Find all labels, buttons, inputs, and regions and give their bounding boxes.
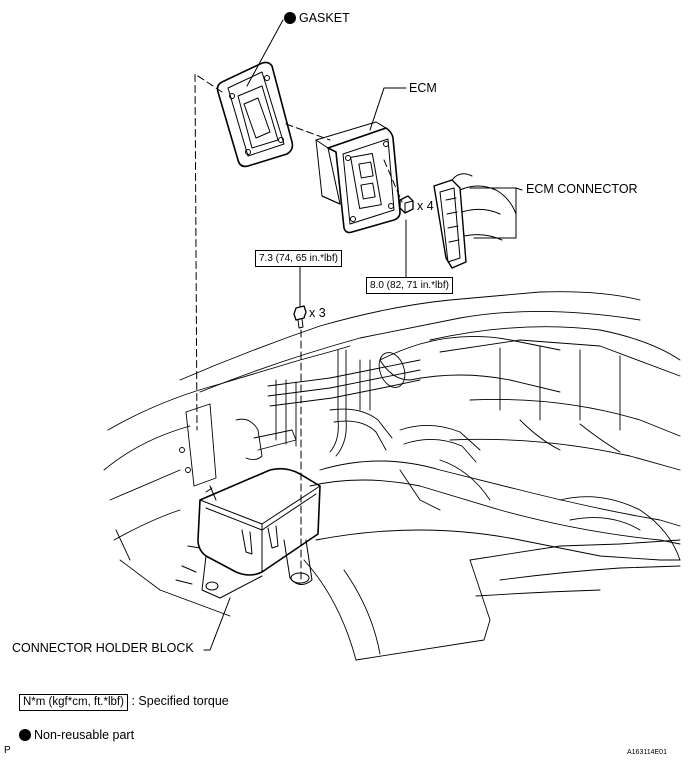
legend-torque: N*m (kgf*cm, ft.*lbf) : Specified torque (19, 694, 229, 711)
holder-bolt-count-label: x 3 (309, 306, 326, 320)
connector-holder-block-label: CONNECTOR HOLDER BLOCK (12, 641, 194, 655)
gasket-label: GASKET (284, 11, 350, 25)
legend-torque-text: : Specified torque (131, 694, 229, 708)
alignment-dashed-lines (194, 73, 403, 583)
legend-non-reusable-text: Non-reusable part (34, 728, 135, 742)
holder-bolt-icon (293, 305, 307, 329)
legend-non-reusable: Non-reusable part (19, 728, 134, 742)
footer-left-mark: P (4, 745, 11, 756)
leader-lines (203, 19, 523, 651)
ecm-bolt-count-label: x 4 (417, 199, 434, 213)
holder-bolt-torque-box: 7.3 (74, 65 in.*lbf) (255, 250, 342, 267)
connector-holder-block-part (175, 467, 321, 599)
figure-id: A163114E01 (627, 749, 667, 756)
ecm-connector-label: ECM CONNECTOR (526, 182, 638, 196)
non-reusable-dot-icon (284, 12, 296, 24)
ecm-bolt-torque-box: 8.0 (82, 71 in.*lbf) (366, 277, 453, 294)
ecm-bolt-icon (399, 195, 414, 214)
legend-torque-box: N*m (kgf*cm, ft.*lbf) (19, 694, 128, 711)
ecm-connector-part (433, 173, 517, 269)
ecm-part (315, 121, 401, 234)
engine-bay-outline (103, 291, 681, 661)
gasket-part (216, 61, 294, 168)
ecm-label: ECM (409, 81, 437, 95)
gasket-label-text: GASKET (299, 11, 350, 25)
non-reusable-legend-dot-icon (19, 729, 31, 741)
